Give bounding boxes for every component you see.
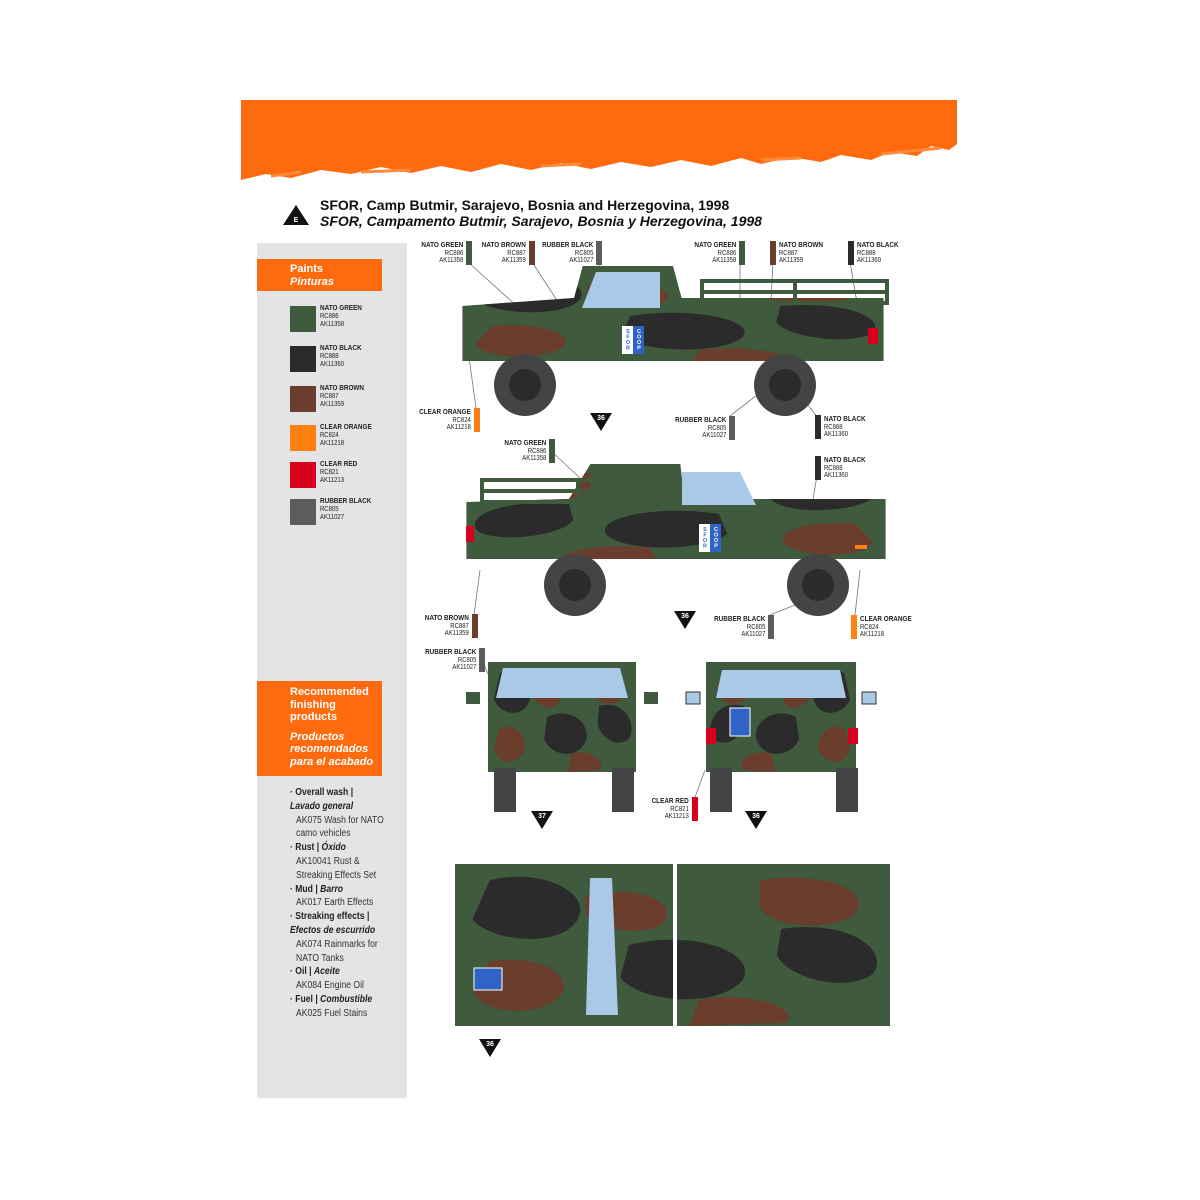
- decal-sfor-text: SFOR: [699, 524, 710, 552]
- finishing-heading-es: Productos recomendados para el acabado: [290, 730, 374, 768]
- svg-text:E: E: [294, 217, 299, 224]
- finishing-item: · Streaking effects |Efectos de escurrid…: [290, 911, 378, 964]
- orange-brush-banner: [241, 100, 957, 180]
- paints-heading-es: Pinturas: [290, 275, 335, 288]
- sidebar-panel: [257, 243, 407, 1098]
- truck-top-view: [455, 864, 890, 1026]
- decal-marker-icon: 36: [590, 413, 612, 431]
- color-swatch: [290, 462, 316, 488]
- paints-heading-en: Paints: [290, 263, 324, 275]
- sfor-coop-decal: SFOR COOP: [622, 326, 644, 354]
- paints-heading: Paints Pinturas: [257, 259, 382, 291]
- scheme-title-spanish: SFOR, Campamento Butmir, Sarajevo, Bosni…: [320, 213, 762, 229]
- truck-side-right-view: [466, 464, 886, 616]
- finishing-heading: Recommended finishing products Productos…: [257, 681, 382, 776]
- truck-front-view: [466, 662, 658, 812]
- color-swatch: [290, 306, 316, 332]
- color-swatch: [290, 499, 316, 525]
- decal-sfor-text: SFOR: [622, 326, 633, 354]
- decal-coop-text: COOP: [633, 326, 644, 354]
- color-swatch: [290, 386, 316, 412]
- scheme-title-english: SFOR, Camp Butmir, Sarajevo, Bosnia and …: [320, 197, 730, 213]
- decal-marker-icon: 36: [674, 611, 696, 629]
- sfor-coop-decal: SFOR COOP: [699, 524, 721, 552]
- decal-coop-text: COOP: [710, 524, 721, 552]
- version-marker-icon: E: [283, 205, 309, 225]
- decal-marker-icon: 36: [745, 811, 767, 829]
- decal-marker-icon: 37: [531, 811, 553, 829]
- decal-marker-icon: 36: [479, 1039, 501, 1057]
- color-swatch: [290, 425, 316, 451]
- finishing-heading-en: Recommended finishing products: [290, 686, 369, 723]
- truck-rear-view: [685, 662, 877, 812]
- color-swatch: [290, 346, 316, 372]
- truck-side-left-view: [462, 266, 889, 416]
